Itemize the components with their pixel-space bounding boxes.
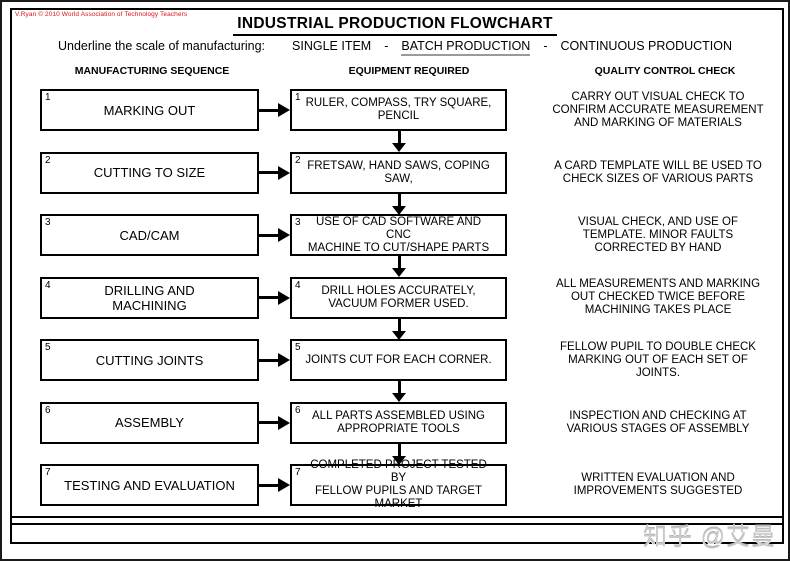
equipment-box: 2 FRETSAW, HAND SAWS, COPING SAW, xyxy=(290,151,507,194)
footer-rule-bottom xyxy=(10,523,784,525)
step-number: 3 xyxy=(45,217,51,228)
step-number: 7 xyxy=(295,467,301,478)
equipment-box: 4 DRILL HOLES ACCURATELY, VACUUM FORMER … xyxy=(290,276,507,319)
sequence-box: 6 ASSEMBLY xyxy=(40,401,259,444)
page-title: INDUSTRIAL PRODUCTION FLOWCHART xyxy=(233,15,557,36)
arrow-right-icon xyxy=(259,478,290,492)
scale-of-manufacturing-row: Underline the scale of manufacturing: SI… xyxy=(2,39,788,56)
column-headers: MANUFACTURING SEQUENCE EQUIPMENT REQUIRE… xyxy=(2,65,788,79)
sequence-label: MARKING OUT xyxy=(103,102,196,118)
sequence-box: 5 CUTTING JOINTS xyxy=(40,339,259,381)
equipment-box: 7 COMPLETED PROJECT TESTED BY FELLOW PUP… xyxy=(290,459,507,510)
step-number: 4 xyxy=(295,279,301,291)
equipment-box: 6 ALL PARTS ASSEMBLED USING APPROPRIATE … xyxy=(290,401,507,444)
arrow-down-icon xyxy=(392,381,406,402)
equipment-label: COMPLETED PROJECT TESTED BY FELLOW PUPIL… xyxy=(310,459,487,510)
step-number: 2 xyxy=(45,154,51,166)
scale-option-batch-production: BATCH PRODUCTION xyxy=(401,39,531,56)
arrow-down-icon xyxy=(392,131,406,152)
scale-prompt: Underline the scale of manufacturing: xyxy=(57,39,266,53)
arrow-down-icon xyxy=(392,256,406,277)
equipment-box: 5 JOINTS CUT FOR EACH CORNER. xyxy=(290,339,507,381)
step-number: 5 xyxy=(295,342,301,353)
sequence-label: ASSEMBLY xyxy=(114,415,185,430)
flow-row: 7 TESTING AND EVALUATION 7 COMPLETED PRO… xyxy=(40,459,784,510)
arrow-right-icon xyxy=(259,103,290,117)
step-number: 1 xyxy=(45,92,51,103)
flow-row: 1 MARKING OUT 1 RULER, COMPASS, TRY SQUA… xyxy=(40,89,784,152)
equipment-label: DRILL HOLES ACCURATELY, VACUUM FORMER US… xyxy=(321,284,476,310)
sequence-label: CUTTING TO SIZE xyxy=(93,165,206,180)
scale-option-single-item: SINGLE ITEM xyxy=(292,39,372,53)
equipment-box: 1 RULER, COMPASS, TRY SQUARE, PENCIL xyxy=(290,89,507,131)
sequence-label: CUTTING JOINTS xyxy=(95,352,204,368)
sequence-label: TESTING AND EVALUATION xyxy=(64,477,235,493)
arrow-right-icon xyxy=(259,353,290,367)
step-number: 3 xyxy=(295,217,301,228)
arrow-right-icon xyxy=(259,415,290,430)
page-border-frame xyxy=(10,8,784,544)
quality-check-text: FELLOW PUPIL TO DOUBLE CHECK MARKING OUT… xyxy=(560,340,756,379)
equipment-label: ALL PARTS ASSEMBLED USING APPROPRIATE TO… xyxy=(312,409,485,435)
arrow-right-icon xyxy=(259,165,290,180)
sequence-box: 3 CAD/CAM xyxy=(40,214,259,256)
sequence-box: 7 TESTING AND EVALUATION xyxy=(40,464,259,506)
equipment-label: JOINTS CUT FOR EACH CORNER. xyxy=(305,353,492,366)
step-number: 4 xyxy=(45,279,51,291)
quality-check-text: WRITTEN EVALUATION AND IMPROVEMENTS SUGG… xyxy=(573,472,743,497)
step-number: 6 xyxy=(295,404,301,416)
arrow-down-icon xyxy=(392,443,406,465)
sequence-box: 1 MARKING OUT xyxy=(40,89,259,131)
arrow-right-icon xyxy=(259,228,290,242)
zhihu-watermark: 知乎 @艾曼 xyxy=(642,524,776,551)
copyright-text: V.Ryan © 2010 World Association of Techn… xyxy=(15,11,188,18)
equipment-label: USE OF CAD SOFTWARE AND CNC MACHINE TO C… xyxy=(307,215,490,254)
quality-check-text: INSPECTION AND CHECKING AT VARIOUS STAGE… xyxy=(566,409,750,435)
step-number: 7 xyxy=(45,467,51,478)
sequence-box: 2 CUTTING TO SIZE xyxy=(40,151,259,194)
flow-row: 6 ASSEMBLY 6 ALL PARTS ASSEMBLED USING A… xyxy=(40,401,784,465)
step-number: 2 xyxy=(295,154,301,166)
title-wrap: INDUSTRIAL PRODUCTION FLOWCHART xyxy=(2,15,788,36)
flow-row: 2 CUTTING TO SIZE 2 FRETSAW, HAND SAWS, … xyxy=(40,151,784,215)
flow-row: 4 DRILLING AND MACHINING 4 DRILL HOLES A… xyxy=(40,276,784,340)
step-number: 1 xyxy=(295,92,301,103)
equipment-box: 3 USE OF CAD SOFTWARE AND CNC MACHINE TO… xyxy=(290,214,507,256)
sequence-box: 4 DRILLING AND MACHINING xyxy=(40,276,259,319)
equipment-label: FRETSAW, HAND SAWS, COPING SAW, xyxy=(307,159,490,185)
footer-rule-top xyxy=(10,516,784,518)
flowchart-rows: 1 MARKING OUT 1 RULER, COMPASS, TRY SQUA… xyxy=(40,89,784,527)
equipment-label: RULER, COMPASS, TRY SQUARE, PENCIL xyxy=(305,97,492,122)
quality-check-text: A CARD TEMPLATE WILL BE USED TO CHECK SI… xyxy=(554,159,762,185)
quality-check-text: CARRY OUT VISUAL CHECK TO CONFIRM ACCURA… xyxy=(552,90,764,129)
step-number: 6 xyxy=(45,404,51,416)
arrow-right-icon xyxy=(259,290,290,305)
sequence-label: CAD/CAM xyxy=(119,227,180,243)
quality-check-text: ALL MEASUREMENTS AND MARKING OUT CHECKED… xyxy=(555,278,761,316)
arrow-down-icon xyxy=(392,318,406,340)
scale-separator: - xyxy=(384,39,389,53)
flow-row: 5 CUTTING JOINTS 5 JOINTS CUT FOR EACH C… xyxy=(40,339,784,402)
step-number: 5 xyxy=(45,342,51,353)
quality-check-text: VISUAL CHECK, AND USE OF TEMPLATE. MINOR… xyxy=(578,215,738,254)
sequence-label: DRILLING AND MACHINING xyxy=(104,282,195,313)
column-header-manufacturing-sequence: MANUFACTURING SEQUENCE xyxy=(74,65,230,77)
flow-row: 3 CAD/CAM 3 USE OF CAD SOFTWARE AND CNC … xyxy=(40,214,784,277)
column-header-quality-control-check: QUALITY CONTROL CHECK xyxy=(594,65,736,77)
scale-option-continuous-production: CONTINUOUS PRODUCTION xyxy=(560,39,733,53)
arrow-down-icon xyxy=(392,193,406,215)
scale-separator: - xyxy=(543,39,548,53)
column-header-equipment-required: EQUIPMENT REQUIRED xyxy=(348,65,470,77)
